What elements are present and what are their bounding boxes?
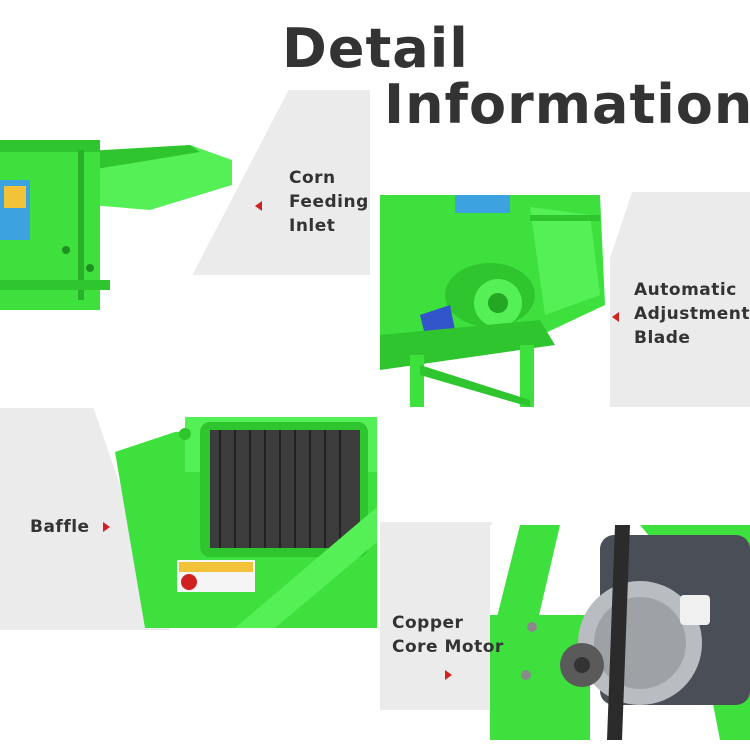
label-automatic-adjustment-blade: Automatic Adjustment Blade	[634, 280, 750, 348]
photo-corn-feeding-inlet	[0, 90, 240, 310]
photo-automatic-adjustment-blade	[380, 195, 610, 407]
arrow-icon-right	[103, 522, 110, 532]
photo-baffle	[115, 412, 377, 628]
arrow-icon-right	[445, 670, 452, 680]
title-line-2: Information	[384, 73, 750, 136]
label-corn-feeding-inlet: Corn Feeding Inlet	[289, 168, 369, 236]
arrow-icon-left	[612, 312, 619, 322]
label-copper-core-motor: Copper Core Motor	[392, 613, 504, 657]
arrow-icon-left	[255, 201, 262, 211]
label-baffle: Baffle	[30, 517, 90, 537]
title-line-1: Detail	[282, 17, 469, 80]
photo-copper-core-motor	[490, 525, 750, 740]
